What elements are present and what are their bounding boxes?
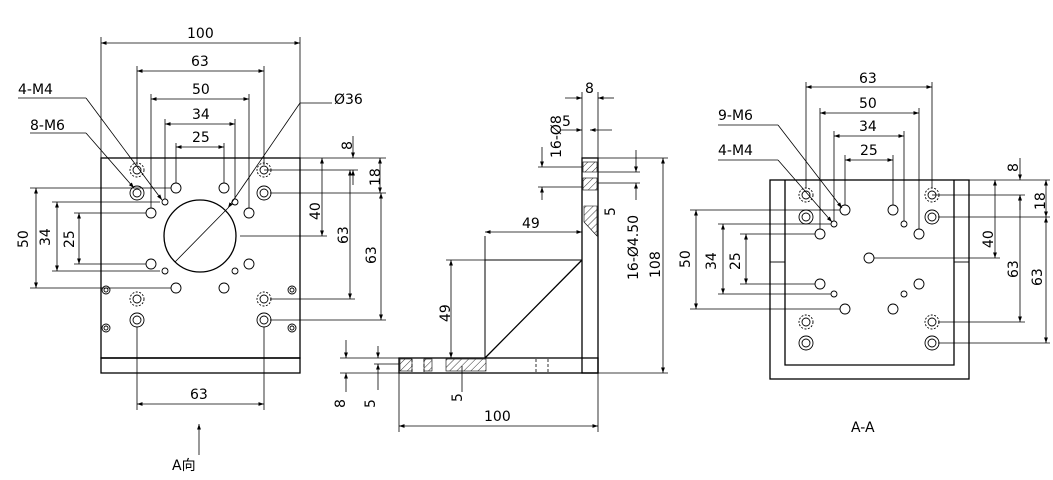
section-view: 63 50 34 25 9-M6 4-M4 8 18 40 63: [678, 71, 1050, 436]
dim-front-v34: 34: [38, 228, 54, 246]
dim-side-w49: 49: [522, 216, 540, 232]
side-hatch-top: [582, 161, 598, 173]
dim-front-8: 8: [340, 141, 356, 150]
dim-front-25: 25: [192, 130, 210, 146]
dim-front-v50: 50: [16, 230, 32, 248]
dim-section-v25: 25: [728, 252, 744, 270]
dim-front-63-inner: 63: [336, 226, 352, 244]
callout-front-dia36: Ø36: [334, 92, 363, 108]
dim-side-base-5a: 5: [363, 399, 379, 408]
side-gusset-diagonal: [484, 259, 583, 359]
dim-section-50: 50: [859, 96, 877, 112]
dim-front-63: 63: [191, 54, 209, 70]
dim-section-25: 25: [860, 143, 878, 159]
dim-front-bottom-63: 63: [190, 387, 208, 403]
section-outline: [769, 179, 970, 380]
dim-section-v34: 34: [704, 252, 720, 270]
callout-section-m4: 4-M4: [718, 143, 753, 159]
front-view: 100 63 50 34 25 8 18 40 63 63: [16, 26, 386, 474]
callout-section-m6: 9-M6: [718, 108, 753, 124]
section-label: A-A: [851, 420, 875, 436]
dim-side-108: 108: [648, 251, 664, 278]
dim-side-right-5: 5: [603, 207, 619, 216]
view-direction-label: A向: [172, 458, 196, 474]
section-inner-channel: [784, 180, 955, 366]
dim-section-63: 63: [859, 71, 877, 87]
dim-front-v25: 25: [62, 230, 78, 248]
dim-section-v50: 50: [678, 250, 694, 268]
dim-side-5: 5: [562, 114, 571, 130]
callout-front-m6: 8-M6: [30, 118, 65, 134]
side-view: 8 5 16-Ø8 16-Ø4.50 5 49 49 108 8: [333, 81, 668, 432]
dim-section-63-inner: 63: [1006, 260, 1022, 278]
dim-side-h49: 49: [438, 304, 454, 322]
small-holes: [101, 182, 297, 333]
dim-side-100: 100: [484, 409, 511, 425]
dim-side-base-5b: 5: [450, 393, 466, 402]
dim-section-34: 34: [859, 119, 877, 135]
dim-side-base-8: 8: [333, 399, 349, 408]
side-hatch-base: [399, 358, 413, 372]
dim-section-63-outer: 63: [1030, 268, 1046, 286]
bore-diameter-line: [174, 207, 229, 263]
dim-side-8: 8: [585, 81, 594, 97]
dim-front-50: 50: [192, 82, 210, 98]
dim-side-16-dia450: 16-Ø4.50: [626, 215, 642, 280]
dim-section-40: 40: [981, 230, 997, 248]
front-base: [100, 357, 301, 374]
callout-front-m4: 4-M4: [18, 82, 53, 98]
side-hatch-chamfer: [583, 205, 598, 237]
dim-side-16-dia8: 16-Ø8: [549, 115, 565, 158]
dim-front-40: 40: [308, 202, 324, 220]
dim-section-8: 8: [1006, 163, 1022, 172]
dim-front-63-outer: 63: [364, 246, 380, 264]
dim-front-100: 100: [187, 26, 214, 42]
dim-front-18: 18: [368, 168, 384, 186]
dim-front-34: 34: [192, 107, 210, 123]
dim-section-18: 18: [1033, 192, 1049, 210]
center-bore: [163, 199, 237, 273]
